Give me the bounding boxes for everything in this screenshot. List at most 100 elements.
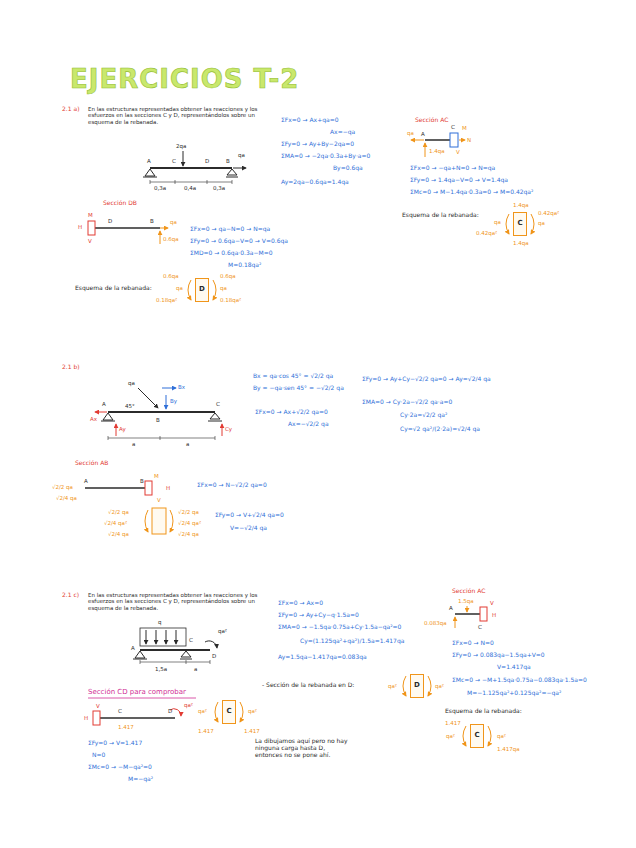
note-text: H: [84, 715, 88, 721]
note-text: A: [147, 158, 151, 164]
stroke-line: [207, 180, 208, 184]
note-text: Ay=2qa−0.6qa=1.4qa: [281, 179, 349, 186]
note-text: Sección AC: [452, 588, 485, 595]
note-text: Esquema de la rebanada:: [445, 708, 522, 715]
note-text: M=−1.125qa²+0.125qa²=−qa²: [467, 690, 561, 697]
stroke-line: [160, 231, 161, 244]
stroke-line: [143, 177, 157, 178]
stroke-line: [160, 436, 161, 440]
note-text: D: [212, 653, 216, 659]
note-text: M: [154, 473, 159, 479]
note-text: 2.1 a): [62, 106, 79, 113]
note-text: ΣMc=0 → −M−qa²=0: [88, 764, 152, 771]
note-text: √2/4 qa: [178, 531, 199, 537]
note-text: qa: [538, 220, 545, 226]
stroke-line: [222, 424, 223, 436]
note-text: Sección CD para comprobar: [88, 688, 186, 696]
note-text: Ax=−qa: [330, 129, 355, 136]
note-text: √2/2 qa: [178, 509, 199, 515]
note-text: M: [462, 125, 467, 131]
stroke-line: [425, 143, 426, 157]
note-text: ΣFy=0 → 1.4qa−V=0 → V=1.4qa: [410, 177, 508, 184]
note-text: 1.5qa: [458, 598, 474, 604]
curve-path: [428, 676, 431, 696]
note-text: Bx: [178, 384, 185, 390]
note-text: D: [205, 158, 209, 164]
beam-figure: [133, 628, 217, 664]
support-symbol: [227, 169, 237, 175]
note-text: Cy: [225, 426, 232, 432]
stroke-line: [150, 182, 232, 183]
note-text: A: [131, 645, 135, 651]
note-text: √2/4 qa: [108, 531, 129, 537]
page-title: EJERCICIOS T-2: [70, 64, 299, 94]
stroke-line: [95, 227, 160, 229]
section-figure: [455, 606, 487, 628]
note-text: 2qa: [176, 143, 186, 149]
note-text: D: [108, 218, 112, 224]
stroke-line: [160, 228, 168, 229]
section-letter: D: [414, 682, 420, 690]
note-text: qa²: [435, 683, 444, 689]
curve-path: [531, 214, 534, 234]
stroke-line: [88, 698, 196, 699]
stroke-line: [459, 140, 465, 141]
note-text: La dibujamos aquí pero no hay ninguna ca…: [255, 738, 350, 759]
stroke-line: [208, 421, 222, 422]
stroke-line: [146, 630, 147, 644]
note-text: 0.6qa: [163, 236, 179, 242]
note-text: H: [78, 224, 82, 230]
note-text: qa: [220, 285, 227, 291]
note-text: 1.4qa: [513, 202, 529, 208]
stroke-line: [85, 487, 145, 489]
stroke-line: [226, 177, 238, 178]
note-text: ΣMc=0 → M−1.4qa·0.3a=0 → M=0.42qa²: [410, 189, 533, 196]
section-letter: C: [517, 220, 522, 228]
note-text: Bx = qa·cos 45° = √2/2 qa: [253, 373, 333, 380]
note-text: Ay: [119, 426, 126, 432]
note-text: A: [84, 478, 88, 484]
note-text: ΣMA=0 → Cy·2a−√2/2 qa·a=0: [362, 399, 452, 406]
note-text: En las estructuras representadas obtener…: [88, 592, 273, 611]
cut-box: [152, 508, 166, 534]
note-text: 1.417qa: [497, 746, 520, 752]
note-text: Esquema de la rebanada:: [75, 285, 152, 292]
note-text: Ax=−√2/2 qa: [288, 421, 329, 428]
stroke-line: [210, 660, 211, 664]
note-text: H: [492, 612, 496, 618]
note-text: √2/2 qa: [52, 484, 73, 490]
note-text: qa: [170, 219, 177, 225]
note-text: 0,3a: [154, 185, 166, 191]
note-text: C: [118, 708, 122, 714]
note-text: 1.417: [118, 724, 134, 730]
note-text: C: [451, 124, 455, 130]
stroke-line: [116, 424, 117, 436]
note-text: N=0: [92, 752, 105, 759]
note-text: √2/4 qa: [56, 495, 77, 501]
stroke-line: [183, 151, 184, 166]
stroke-line: [232, 180, 233, 184]
note-text: a: [194, 666, 197, 672]
note-text: qa²: [198, 708, 207, 714]
note-text: H: [166, 485, 170, 491]
note-text: qa: [176, 285, 183, 291]
note-text: 45°: [125, 403, 135, 409]
stroke-line: [215, 436, 216, 440]
cut-box: [140, 628, 186, 646]
note-text: 1.417: [198, 728, 214, 734]
note-text: 1.417: [244, 728, 260, 734]
note-text: q: [158, 619, 162, 625]
note-text: ΣMA=0 → −2qa·0.3a+By·a=0: [281, 153, 370, 160]
note-text: V: [88, 238, 92, 244]
stroke-line: [162, 388, 176, 389]
stroke-line: [411, 140, 424, 141]
curve-path: [188, 280, 191, 300]
note-text: 2.1 b): [62, 364, 80, 371]
note-text: 1,5a: [155, 666, 167, 672]
moment-arc: [188, 214, 534, 300]
note-text: a: [132, 441, 135, 447]
note-text: ΣFy=0 → Ay+By−2qa=0: [281, 141, 354, 148]
section-figure: [88, 221, 168, 244]
note-text: a: [186, 441, 189, 447]
note-text: ΣFx=0 → Ax=0: [278, 600, 323, 607]
